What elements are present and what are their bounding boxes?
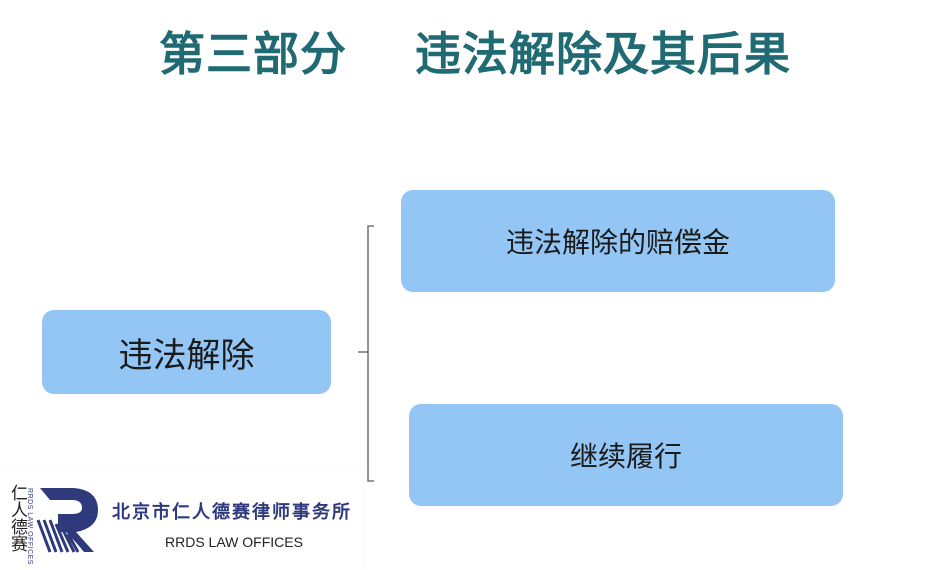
root-node-label: 违法解除 (118, 335, 255, 376)
root-node: 违法解除 (42, 310, 331, 394)
logo-firm-name-en: RRDS LAW OFFICES (165, 534, 303, 550)
branch-node-label: 继续履行 (569, 440, 682, 473)
branch-node-compensation: 违法解除的赔偿金 (401, 190, 835, 292)
logo-vertical-text: RRDS LAW OFFICES (26, 488, 33, 565)
logo-calligraphy: 仁人德赛 (7, 484, 27, 552)
logo-firm-name-cn: 北京市仁人德赛律师事务所 (112, 502, 352, 523)
firm-logo: 仁人德赛 RRDS LAW OFFICES 北京市仁人德赛律师事务所 RRDS … (0, 470, 362, 570)
branch-node-continue-performance: 继续履行 (409, 404, 843, 506)
brace-connector (358, 225, 374, 482)
logo-emblem-icon (36, 488, 98, 553)
slide-title: 第三部分 违法解除及其后果 (158, 27, 792, 81)
branch-node-label: 违法解除的赔偿金 (505, 226, 730, 259)
